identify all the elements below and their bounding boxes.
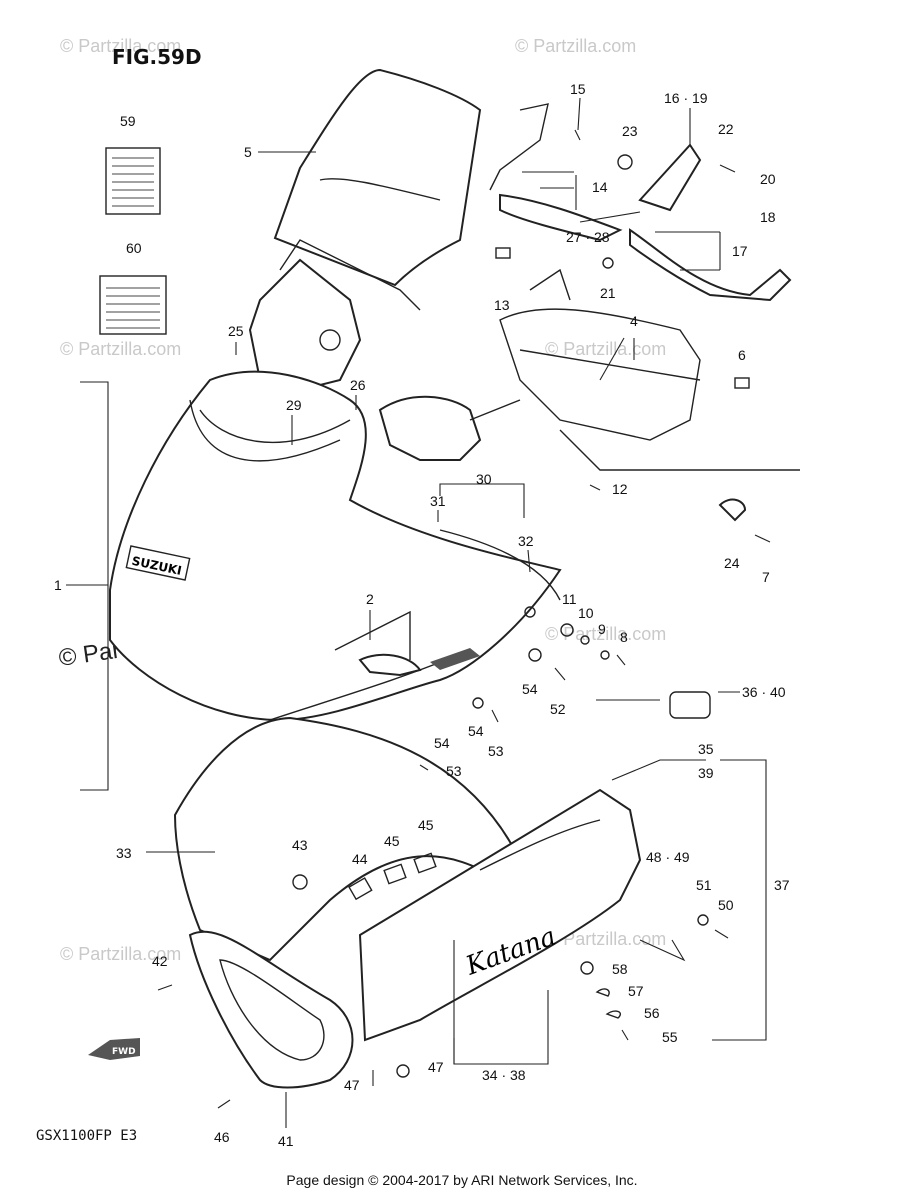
callout-23: 23 <box>622 123 638 139</box>
callout-50: 50 <box>718 897 734 913</box>
small-hardware <box>292 154 750 1078</box>
callout-32: 32 <box>518 533 534 549</box>
trim-strip <box>439 529 561 601</box>
callout-43: 43 <box>292 837 308 853</box>
callout-55: 55 <box>662 1029 678 1045</box>
callout-44: 44 <box>352 851 368 867</box>
callout-30: 30 <box>476 471 492 487</box>
callout-8: 8 <box>620 629 628 645</box>
callout-47a: 47 <box>344 1077 360 1093</box>
callout-34-38: 34 · 38 <box>482 1067 526 1083</box>
meter-bracket <box>248 239 421 392</box>
screws <box>157 129 771 1109</box>
watermark: © Partzilla.com <box>515 36 636 56</box>
callout-2: 2 <box>366 591 374 607</box>
watermark: © Partzilla.com <box>60 944 181 964</box>
upper-cowling: SUZUKI <box>109 370 562 722</box>
callout-1: 1 <box>54 577 62 593</box>
callout-56: 56 <box>644 1005 660 1021</box>
callout-18: 18 <box>760 209 776 225</box>
callout-14: 14 <box>592 179 608 195</box>
callout-53b: 53 <box>446 763 462 779</box>
callout-11: 11 <box>562 591 577 607</box>
callout-29: 29 <box>286 397 302 413</box>
callouts: 1 2 4 5 6 7 8 9 10 11 12 13 14 15 16 · 1… <box>54 81 790 1149</box>
reflector-36 <box>669 691 711 719</box>
air-duct <box>188 930 354 1089</box>
callout-59: 59 <box>120 113 136 129</box>
callout-41: 41 <box>278 1133 294 1149</box>
callout-6: 6 <box>738 347 746 363</box>
mirror-assembly-right <box>629 143 792 302</box>
callout-15: 15 <box>570 81 586 97</box>
leader-lines <box>66 97 767 1128</box>
callout-33: 33 <box>116 845 132 861</box>
callout-54a: 54 <box>522 681 538 697</box>
callout-45b: 45 <box>418 817 434 833</box>
side-cover-inner <box>334 610 422 677</box>
watermark: © Partzilla.com <box>60 339 181 359</box>
callout-53a: 53 <box>488 743 504 759</box>
callout-60: 60 <box>126 240 142 256</box>
label-sheet-60 <box>99 275 167 335</box>
callout-9: 9 <box>598 621 606 637</box>
callout-20: 20 <box>760 171 776 187</box>
callout-17: 17 <box>732 243 748 259</box>
fwd-label: FWD <box>112 1047 136 1057</box>
watermark: © Partzilla.com <box>545 624 666 644</box>
callout-7: 7 <box>762 569 770 585</box>
callout-35: 35 <box>698 741 714 757</box>
callout-10: 10 <box>578 605 594 621</box>
callout-12: 12 <box>612 481 628 497</box>
callout-54c: 54 <box>434 735 450 751</box>
callout-5: 5 <box>244 144 252 160</box>
callout-45a: 45 <box>384 833 400 849</box>
label-sheet-59 <box>105 147 161 215</box>
callout-4: 4 <box>630 313 638 329</box>
figure-title: FIG.59D <box>112 45 202 69</box>
callout-37: 37 <box>774 877 790 893</box>
callout-36-40: 36 · 40 <box>742 684 786 700</box>
callout-54b: 54 <box>468 723 484 739</box>
callout-22: 22 <box>718 121 734 137</box>
callout-13: 13 <box>494 297 510 313</box>
callout-42: 42 <box>152 953 168 969</box>
callout-51: 51 <box>696 877 712 893</box>
callout-47b: 47 <box>428 1059 444 1075</box>
fwd-arrow: FWD <box>88 1038 140 1060</box>
mirror-assembly-left <box>489 103 623 242</box>
page-footer: Page design © 2004-2017 by ARI Network S… <box>286 1172 638 1188</box>
callout-21: 21 <box>600 285 616 301</box>
callout-31: 31 <box>430 493 446 509</box>
callout-26: 26 <box>350 377 366 393</box>
model-code: GSX1100FP E3 <box>36 1128 137 1144</box>
watermark: © Partzilla.com <box>545 929 666 949</box>
callout-57: 57 <box>628 983 644 999</box>
callout-52: 52 <box>550 701 566 717</box>
callout-24: 24 <box>724 555 740 571</box>
watermark: © Partzilla.com <box>60 36 181 56</box>
callout-39: 39 <box>698 765 714 781</box>
fairing-brace <box>378 268 800 471</box>
callout-58: 58 <box>612 961 628 977</box>
callout-48-49: 48 · 49 <box>646 849 690 865</box>
callout-25: 25 <box>228 323 244 339</box>
windscreen <box>273 68 482 287</box>
callout-16: 16 · 19 <box>664 90 708 106</box>
callout-27-28: 27 · 28 <box>566 229 610 245</box>
watermark: © Partzilla.com <box>545 339 666 359</box>
callout-46: 46 <box>214 1129 230 1145</box>
lower-cowling: Katana <box>173 716 642 1042</box>
